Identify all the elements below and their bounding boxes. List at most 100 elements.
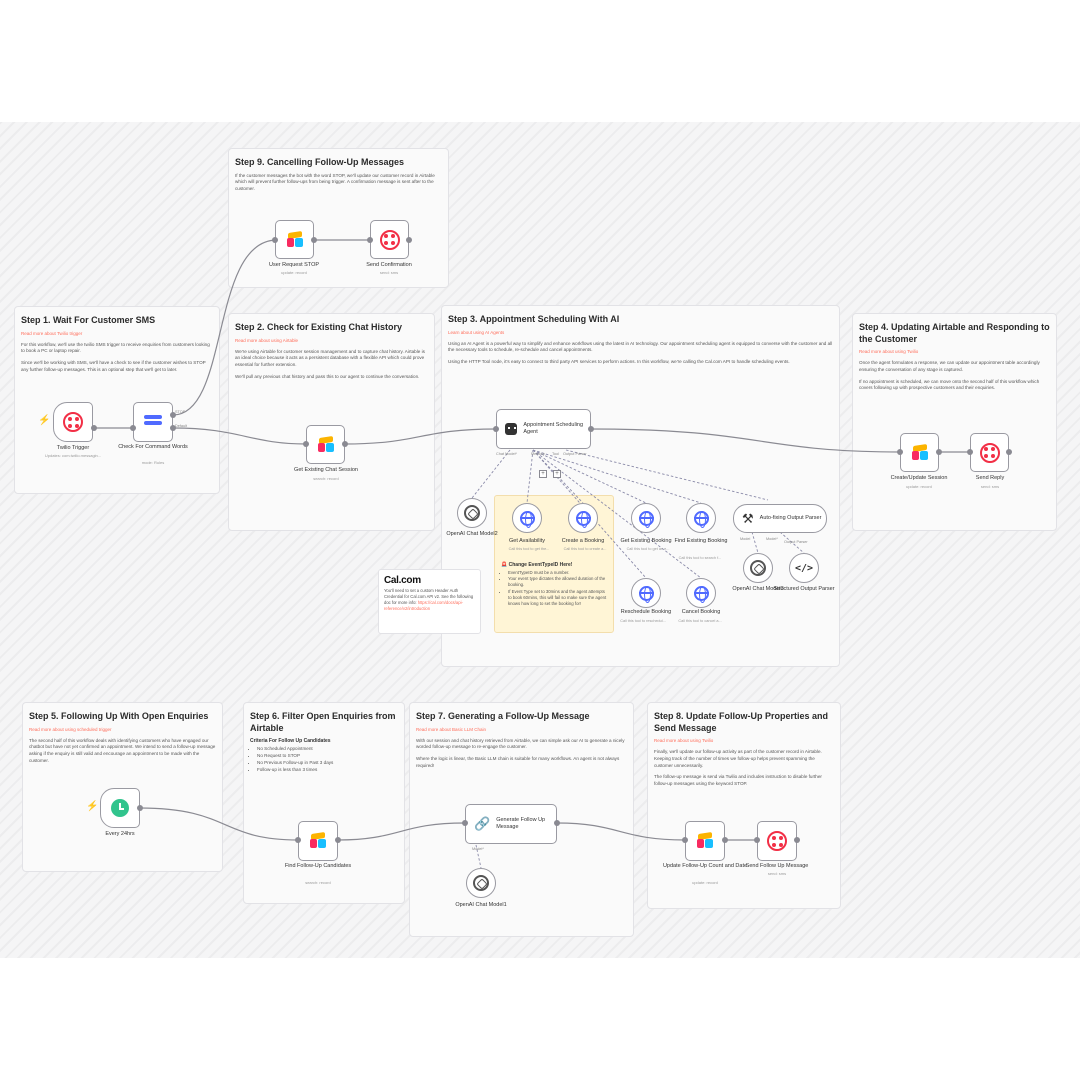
- output-port[interactable]: [170, 425, 176, 431]
- node-sub: search: record: [305, 880, 331, 885]
- output-port[interactable]: [794, 837, 800, 843]
- output-port[interactable]: [1006, 449, 1012, 455]
- node-label: Send Confirmation: [366, 262, 412, 268]
- node-label: Get Existing Chat Session: [294, 467, 358, 473]
- criteria-item: No Request to STOP: [257, 753, 398, 760]
- sticky-title: Step 2. Check for Existing Chat History: [235, 322, 403, 332]
- output-port[interactable]: [170, 412, 176, 418]
- get-existing-booking-node[interactable]: [631, 503, 661, 533]
- output-port[interactable]: [936, 449, 942, 455]
- input-port[interactable]: [897, 449, 903, 455]
- input-port[interactable]: [272, 237, 278, 243]
- sticky-text: Once the agent formulates a response, we…: [859, 360, 1040, 373]
- sticky-link[interactable]: Read more about using Airtable: [235, 337, 299, 343]
- get-availability-node[interactable]: [512, 503, 542, 533]
- node-sub: Call this tool to get the...: [508, 547, 550, 551]
- sticky-title: Step 6. Filter Open Enquiries from Airta…: [250, 711, 396, 733]
- output-port[interactable]: [406, 237, 412, 243]
- switch-icon: [144, 414, 162, 430]
- port-label: Model*: [766, 537, 778, 541]
- auto-fixing-output-parser-node[interactable]: ⚒ Auto-fixing Output Parser: [733, 504, 827, 533]
- input-port[interactable]: [295, 837, 301, 843]
- sticky-link[interactable]: Read more about using scheduled trigger: [29, 726, 112, 732]
- criteria-heading: Criteria For Follow Up Candidates: [250, 738, 331, 745]
- node-sub: Call this tool to cancel a...: [678, 619, 722, 623]
- node-label: Create a Booking: [561, 538, 605, 544]
- find-follow-up-candidates-node[interactable]: [298, 821, 338, 861]
- input-port[interactable]: [967, 449, 973, 455]
- output-port[interactable]: [91, 425, 97, 431]
- generate-follow-up-message-node[interactable]: 🔗 Generate Follow Up Message: [465, 804, 557, 844]
- input-port[interactable]: [303, 441, 309, 447]
- output-port[interactable]: [588, 426, 594, 432]
- appointment-scheduling-agent-node[interactable]: Appointment Scheduling Agent: [496, 409, 591, 449]
- node-label: Get Availability: [509, 538, 545, 544]
- sticky-link[interactable]: Read more about Twilio trigger: [21, 330, 83, 336]
- http-globe-icon: [693, 510, 709, 528]
- output-port[interactable]: [311, 237, 317, 243]
- send-confirmation-node[interactable]: [370, 220, 409, 259]
- calcom-doc-link[interactable]: https://cal.com/docs/api-reference/v2/in…: [384, 599, 463, 611]
- sticky-link[interactable]: Read more about Basic LLM Chain: [416, 726, 487, 732]
- sticky-link[interactable]: Learn about using AI Agents: [448, 329, 505, 335]
- input-port[interactable]: [682, 837, 688, 843]
- node-label: Auto-fixing Output Parser: [759, 514, 822, 521]
- user-request-stop-node[interactable]: [275, 220, 314, 259]
- http-globe-icon: [575, 510, 591, 528]
- sticky-title: Step 8. Update Follow-Up Properties and …: [654, 711, 829, 733]
- criteria-item: No Previous Follow-up in Past 3 days: [257, 760, 398, 767]
- sticky-text: We'll pull any previous chat history and…: [235, 373, 420, 379]
- find-existing-booking-node[interactable]: [686, 503, 716, 533]
- sticky-title: Step 5. Following Up With Open Enquiries: [29, 711, 209, 721]
- sticky-step-6: Step 6. Filter Open Enquiries from Airta…: [243, 702, 405, 904]
- input-port[interactable]: [493, 426, 499, 432]
- twilio-trigger-node[interactable]: [53, 402, 93, 442]
- node-sub: Call this tool to get an e...: [626, 547, 670, 551]
- output-port[interactable]: [137, 805, 143, 811]
- sticky-text: If the customer messages the bot with th…: [235, 172, 435, 191]
- port-label: STOP: [175, 410, 186, 414]
- node-sub: update: record: [906, 484, 932, 489]
- sticky-text: For this workflow, we'll use the twilio …: [21, 341, 210, 354]
- http-globe-icon: [693, 585, 709, 603]
- sticky-link[interactable]: Read more about using Twilio: [654, 738, 714, 744]
- input-port[interactable]: [130, 425, 136, 431]
- port-label: Output Parser: [784, 540, 808, 544]
- every-24hrs-node[interactable]: [100, 788, 140, 828]
- node-label: Send Follow Up Message: [745, 863, 809, 869]
- output-port[interactable]: [342, 441, 348, 447]
- openai-chat-model2-node[interactable]: [457, 498, 487, 528]
- robot-icon: [505, 423, 518, 435]
- add-tool-button[interactable]: +: [553, 470, 561, 478]
- add-memory-button[interactable]: +: [539, 470, 547, 478]
- port-label: Memory: [531, 452, 545, 456]
- output-port[interactable]: [554, 820, 560, 826]
- tools-icon: ⚒: [742, 510, 754, 526]
- get-existing-chat-session-node[interactable]: [306, 425, 345, 464]
- input-port[interactable]: [367, 237, 373, 243]
- update-follow-up-count-node[interactable]: [685, 821, 725, 861]
- openai-icon: [464, 505, 480, 521]
- structured-output-parser-node[interactable]: </>: [789, 553, 819, 583]
- sticky-link[interactable]: Read more about using Twilio: [859, 349, 919, 355]
- node-sub: send: sms: [980, 484, 1000, 489]
- node-sub: Call this tool to create a...: [563, 547, 607, 551]
- output-port[interactable]: [335, 837, 341, 843]
- openai-chat-model3-node[interactable]: [743, 553, 773, 583]
- create-booking-node[interactable]: [568, 503, 598, 533]
- calcom-note-body: You'll need to set a custom Header Auth …: [384, 588, 474, 605]
- cancel-booking-node[interactable]: [686, 578, 716, 608]
- port-label: Chat Model*: [496, 452, 517, 456]
- output-port[interactable]: [722, 837, 728, 843]
- sticky-step-7: Step 7. Generating a Follow-Up Message R…: [409, 702, 634, 937]
- sticky-title: Step 9. Cancelling Follow-Up Messages: [235, 157, 405, 167]
- create-update-session-node[interactable]: [900, 433, 939, 472]
- send-reply-node[interactable]: [970, 433, 1009, 472]
- input-port[interactable]: [754, 837, 760, 843]
- input-port[interactable]: [462, 820, 468, 826]
- twilio-icon: [63, 412, 83, 432]
- send-follow-up-message-node[interactable]: [757, 821, 797, 861]
- openai-chat-model1-node[interactable]: [466, 868, 496, 898]
- check-command-words-node[interactable]: [133, 402, 173, 442]
- reschedule-booking-node[interactable]: [631, 578, 661, 608]
